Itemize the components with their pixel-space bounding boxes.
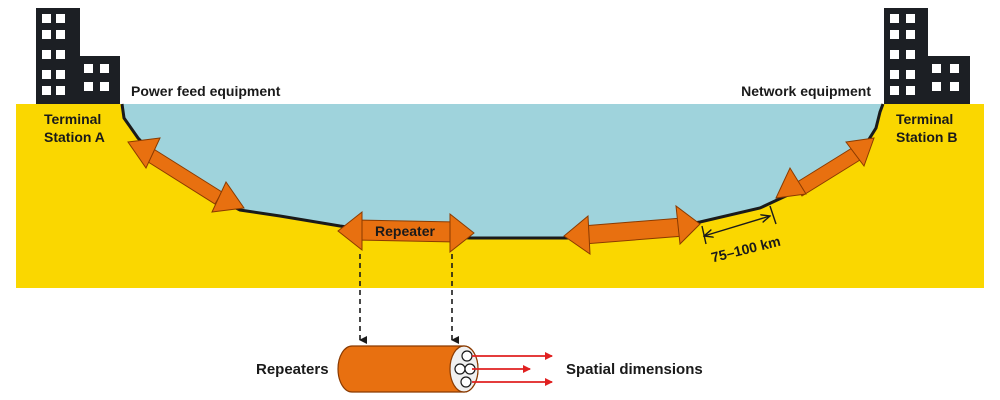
terminal-a-label-line2: Station A: [44, 129, 105, 145]
spatial-dimensions-label: Spatial dimensions: [566, 361, 703, 378]
terminal-b-label-line2: Station B: [896, 129, 957, 145]
repeater-arrow-1: [127, 137, 245, 213]
terminal-station-b-building: [884, 8, 970, 104]
ocean-water: [122, 104, 883, 238]
network-equipment-label: Network equipment: [741, 83, 871, 99]
repeater-arrow-2: [337, 210, 475, 254]
repeater-arrow-4: [775, 137, 875, 199]
terminal-b-label-line1: Terminal: [896, 111, 953, 127]
terminal-station-a-building: [36, 8, 120, 104]
repeaters-label: Repeaters: [256, 361, 329, 378]
power-feed-label: Power feed equipment: [131, 83, 281, 99]
repeater-label: Repeater: [375, 223, 435, 239]
repeater-arrow-3: [563, 204, 701, 255]
spacing-dimension-line: [704, 216, 770, 236]
cable-cross-section-icon: [337, 345, 479, 393]
terminal-a-label-line1: Terminal: [44, 111, 101, 127]
